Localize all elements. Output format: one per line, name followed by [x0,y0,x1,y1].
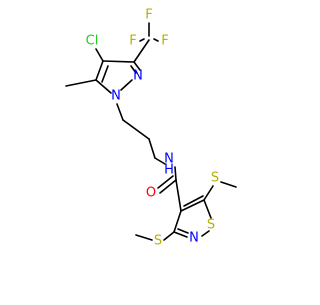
atom-n-amide: N [164,152,174,167]
bond-pyrazole-c4-c5-double [101,65,109,83]
bond-carbonyl-o [159,179,177,194]
atom-h-amide: H [164,163,174,178]
atom-f-left: F [129,34,136,49]
bond-carbonyl-ring [175,179,182,212]
bond-c5-methyl [65,79,97,87]
bond-chain-1 [122,119,150,140]
bond-pyrazole-n2-c3-double [130,65,137,74]
bond-iso-n-c3 [173,231,188,238]
bond-c3-s-lower [163,231,175,241]
bond-pyrazole-c4-c5 [95,60,104,81]
bond-pyrazole-n2-c3 [133,61,141,71]
bond-cf3-to-ring [133,39,150,63]
bond-carbonyl-o-double [157,175,174,189]
bond-pyrazole-c3-c4 [102,60,135,63]
atom-n-pyrazole-2: N [133,69,143,84]
bond-chain-2 [148,138,156,159]
bond-n1-chain [116,103,124,121]
bond-cf3-f-left [139,38,145,42]
atom-n-isothiazole: N [189,231,199,246]
bond-s-lower-methyl [135,234,153,241]
atom-s-thiomethyl-upper: S [211,171,219,186]
bond-iso-c3-c4 [173,210,182,233]
atom-n-pyrazole-1: N [111,89,121,104]
bond-iso-s-n [201,230,210,237]
bond-pyrazole-n1-n2 [120,79,133,91]
atom-s-thiomethyl-lower: S [154,234,162,249]
bonds [65,22,237,241]
bond-cf3-f-right [153,38,159,42]
molecule-structure-diagram: F F F Cl N N N H O S S N S [65,8,237,249]
atom-cl: Cl [86,34,99,49]
bond-nh-carbonyl [174,166,177,181]
bond-iso-c4-c5 [180,199,205,212]
bond-iso-c4-c5-double [183,195,204,207]
atom-f-right: F [161,34,168,49]
structure-svg: F F F Cl N N N H O S S N S [65,8,237,249]
bond-iso-n-c3-double [177,228,189,234]
bond-c5-s-upper [203,185,214,201]
atom-labels: F F F Cl N N N H O S S N S [86,8,219,249]
atom-s-ring: S [207,218,215,233]
bond-s-upper-methyl [220,181,237,188]
bond-chain-to-nh [154,157,166,165]
bond-iso-c5-s [203,199,212,219]
atom-o-carbonyl: O [146,186,156,201]
atom-f-top: F [145,8,152,23]
bond-c4-cl [95,48,104,62]
bond-pyrazole-c5-n1 [95,79,112,94]
